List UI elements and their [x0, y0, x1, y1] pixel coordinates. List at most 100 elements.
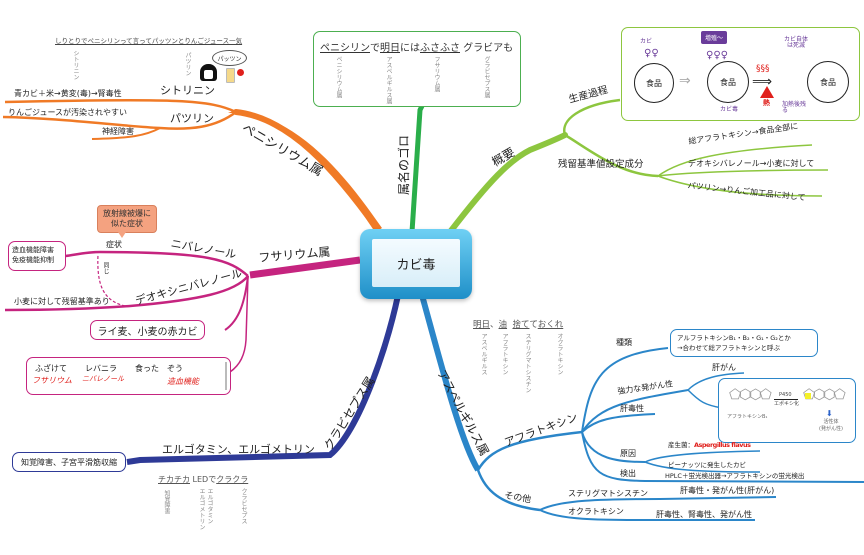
branch-label-residue: 残留基準値設定成分 [558, 159, 644, 170]
branch-sterig [539, 496, 777, 511]
branch-residue-leaf2 [657, 169, 829, 177]
vert-claviceps: クラビセプス [240, 488, 247, 524]
box-fusarium-mnemonic: ふざけて レバニラ 食った ぞう フサリウム ニバレノール 造血機能 [26, 357, 231, 395]
leaf-deoxynivalenol: 小麦に対して残留基準あり [14, 297, 110, 306]
branch-label-citrinin: シトリニン [160, 84, 215, 97]
central-node[interactable]: カビ毒 [358, 225, 476, 305]
leaf-ergotamine: エルゴタミン、エルゴメトリン [162, 443, 315, 456]
mnemonic-note-2: ニバレノール [82, 375, 124, 383]
figure-arrow-icon [774, 399, 798, 400]
branch-mnemonic [409, 104, 425, 233]
box-sensory: 知覚障害、子宮平滑筋収縮 [12, 452, 126, 472]
branch-ochra [539, 509, 755, 521]
apple-icon [237, 69, 244, 76]
branch-cause-leaf1 [644, 450, 761, 463]
epoxide-highlight [805, 393, 811, 399]
bubble-proliferation: 増殖〜 [701, 31, 728, 44]
branch-citrinin [4, 98, 237, 114]
figure-left-label: アフラトキシンB₁ [727, 414, 768, 420]
juice-glass-icon [226, 68, 235, 83]
branch-production [563, 98, 621, 136]
mnemonic-word-3: 食った [135, 364, 159, 373]
genus-vert-claviceps: グラビセプス属 [483, 56, 490, 98]
central-node-label: カビ毒 [396, 257, 436, 273]
mnemonic-word-2: レバニラ [85, 364, 117, 373]
vert-ergometrine: エルゴメトリン [198, 488, 205, 530]
food-circle-2: 食品 [707, 61, 749, 103]
figure-arrow-bottom: エポキシ化 [774, 401, 800, 407]
central-node-inner: カビ毒 [372, 239, 460, 287]
leaf-patulin-neuro: 神経障害 [102, 127, 134, 136]
branch-penicillium-line [233, 109, 381, 233]
fire-icon [760, 86, 774, 98]
vert-aflatoxin: アフラトキシン [501, 333, 508, 375]
leaf-liver-cancer: 肝がん [712, 363, 736, 372]
down-arrow-icon: ⬇ [826, 409, 833, 418]
branch-other [476, 469, 541, 512]
branch-label-sterigmatocystin: ステリグマトシスチン [568, 489, 648, 498]
box-aflatoxin-figure: ⬠⬡⬡⬠ アフラトキシンB₁ P450 エポキシ化 ⬠⬡⬡⬠ ⬇ 活性体 (発が… [718, 378, 856, 443]
branch-aspergillus [417, 287, 481, 472]
food-circle-1: 食品 [634, 63, 674, 103]
branch-cause-leaf2 [644, 461, 761, 473]
speech-bubble-pattsun: パッツン [212, 50, 247, 66]
figure-arrow-top: P450 [779, 392, 792, 398]
leaf-hplc: HPLC＋蛍光検出器→アフラトキシンの蛍光検出 [665, 472, 805, 480]
genus-vert-fusarium: フサリウム属 [433, 56, 440, 92]
figure-right-label: 活性体 (発がん性) [819, 419, 843, 432]
branch-types [581, 347, 669, 433]
branch-patulin [2, 111, 237, 130]
branch-detect [581, 431, 864, 483]
remain-label: 加熱後残る [782, 101, 807, 114]
branch-residue [564, 133, 659, 178]
branch-figure [687, 389, 723, 409]
branch-claviceps [126, 284, 403, 465]
leaf-patulin-juice: りんごジュースが汚染されやすい [8, 108, 128, 117]
vert-ochratoxin: オクラトキシン [556, 333, 563, 375]
girl-icon [200, 64, 217, 81]
steam-icon: §§§ [756, 64, 770, 74]
aspergillus-mnemonic: 明日、油 捨てておくれ [473, 320, 564, 330]
leaf-producer: 産生菌：Aspergillus flavus [668, 441, 751, 449]
branch-aflatoxin [476, 430, 583, 471]
branch-cause [581, 431, 646, 463]
mnemonic-word-4: ぞう [167, 364, 183, 373]
vert-patulin: パツリン [184, 52, 191, 76]
branch-fusarium [249, 256, 361, 279]
leaf-sterigmatocystin: 肝毒性・発がん性(肝がん) [680, 486, 775, 495]
branch-hepatotox [581, 413, 656, 433]
leaf-residue-don: デオキシバレノール→小麦に対して [688, 159, 815, 168]
penicillium-mnemonic: しりとりでペニシリンって言ってパッツンとりんごジュース一気 [55, 37, 243, 45]
branch-liver-cancer [687, 372, 745, 391]
claviceps-mnemonic: チカチカ LEDでクラクラ [158, 475, 249, 484]
branch-deoxynivalenol [4, 275, 249, 312]
mold-label: カビ [640, 38, 653, 45]
vert-ergotamine: エルゴタミン [206, 488, 213, 524]
branch-nivalenol [64, 250, 249, 277]
mnemonic-word-1: ふざけて [35, 364, 67, 373]
scrollbar[interactable] [225, 362, 227, 390]
molecule-structure-right-icon: ⬠⬡⬡⬠ [803, 387, 846, 403]
vert-aspergillus: アスペルギルス [480, 333, 487, 375]
genus-mnemonic-text: ペニシリンで明日にはふさふさ グラビアも [320, 43, 514, 54]
mnemonic-note-1: フサリウム [32, 376, 72, 385]
branch-residue-leaf1 [657, 144, 813, 177]
box-hematopoietic: 造血機能障害 免疫機能抑制 [8, 241, 66, 271]
branch-residue-leaf3 [657, 175, 823, 197]
mold-figures-icon: ♀♀ [644, 48, 659, 59]
branch-fusarium-mnemonic [229, 275, 249, 373]
food-circle-3: 食品 [807, 61, 849, 103]
toxin-label: カビ毒 [720, 106, 739, 113]
label-symptom: 症状 [106, 240, 122, 249]
dashed-same-label: 同じ [102, 262, 109, 274]
dashed-same-arrow [97, 253, 126, 307]
production-illustration-box: 食品 カビ ♀♀ ⇒ 食品 増殖〜 ♀♀♀ カビ自体は死滅 §§§ ⟹ 熱 カビ… [621, 27, 860, 121]
vert-sensory: 知覚障害 [163, 490, 170, 514]
callout-pointer [118, 232, 126, 238]
genus-vert-penicillium: ペニシリウム属 [335, 56, 342, 98]
arrow-right-icon: ⇒ [679, 73, 691, 89]
callout-radiation: 放射線被爆に似た症状 [97, 205, 157, 233]
mold-cluster-icon: ♀♀♀ [706, 50, 728, 61]
heat-label: 熱 [763, 99, 770, 107]
